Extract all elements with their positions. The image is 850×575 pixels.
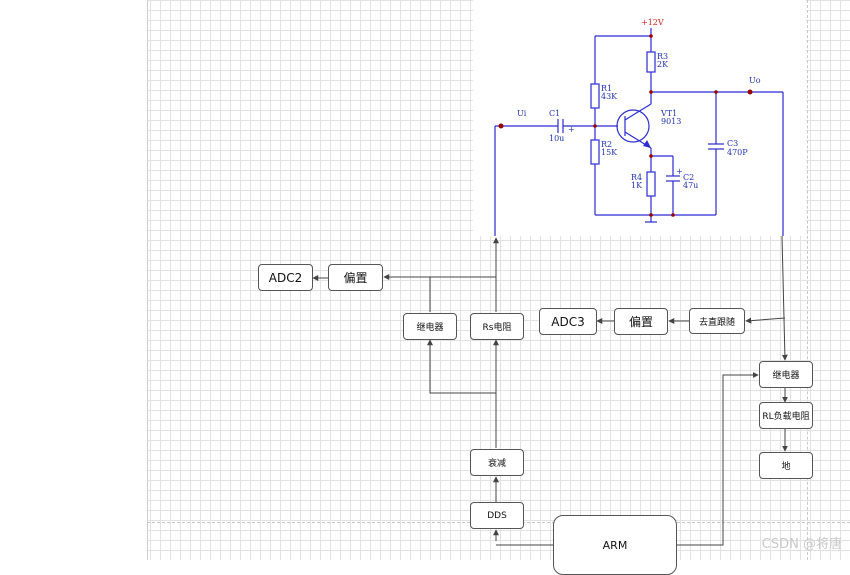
c2-name: C2: [683, 173, 694, 182]
schematic-svg: +12V R3 2K R1 43K R2 15K R4 1K C1 10u + …: [494, 18, 784, 236]
left-margin-panel: [0, 0, 148, 560]
atten-to-relay1-connector: [427, 339, 496, 394]
ground-block[interactable]: 地: [759, 452, 813, 479]
junction-dot: [649, 213, 653, 217]
adc3-block[interactable]: ADC3: [539, 308, 597, 335]
output-label: Uo: [749, 76, 761, 85]
dds-block[interactable]: DDS: [470, 502, 524, 529]
r1-name: R1: [601, 84, 612, 93]
relay-block-2[interactable]: 继电器: [759, 361, 813, 388]
relay-block-1[interactable]: 继电器: [403, 313, 457, 340]
junction-dot: [649, 90, 653, 94]
r1-value: 43K: [601, 92, 618, 101]
input-label: Ui: [517, 109, 527, 118]
adc2-block[interactable]: ADC2: [258, 264, 313, 291]
emitter-arrow: [643, 140, 651, 148]
vt1-value: 9013: [661, 117, 681, 126]
arm-to-relay2-connector: [677, 372, 759, 546]
c2-value: 47u: [683, 181, 698, 190]
arm-block[interactable]: ARM: [553, 515, 677, 575]
c2-polarity: +: [676, 167, 683, 176]
input-terminal: [498, 123, 504, 129]
c3-name: C3: [727, 139, 738, 148]
junction-dot: [714, 90, 718, 94]
output-to-relay2-connector: [781, 235, 788, 361]
r4-name: R4: [631, 173, 642, 182]
bias-block-2[interactable]: 偏置: [614, 308, 668, 335]
c1-name: C1: [549, 109, 560, 118]
r2-name: R2: [601, 140, 612, 149]
junction-dot: [593, 124, 597, 128]
junction-dot: [649, 154, 653, 158]
bias-block-1[interactable]: 偏置: [328, 264, 383, 291]
vt1-collector: [624, 103, 652, 121]
junction-dot: [671, 213, 675, 217]
page-boundary-vertical: [807, 0, 808, 560]
connector-layer: [312, 235, 788, 546]
amplifier-schematic-image: +12V R3 2K R1 43K R2 15K R4 1K C1 10u + …: [473, 0, 806, 236]
c1-polarity: +: [568, 125, 575, 134]
watermark: CSDN @将唐: [761, 537, 842, 552]
vt1-name: VT1: [660, 109, 677, 118]
rs-resistor-block[interactable]: Rs电阻: [470, 313, 524, 340]
load-resistor-block[interactable]: RL负载电阻: [759, 402, 813, 429]
dc-remove-follower-block[interactable]: 去直跟随: [689, 308, 745, 334]
c1-value: 10u: [549, 134, 564, 143]
r3-value: 2K: [657, 60, 669, 69]
c3-value: 470P: [727, 148, 748, 157]
output-to-dcremove-connector: [745, 317, 786, 324]
r3-name: R3: [657, 52, 668, 61]
supply-label: +12V: [641, 18, 664, 27]
output-terminal: [747, 89, 753, 95]
attenuator-block[interactable]: 衰减: [470, 449, 524, 476]
vt1-body: [616, 109, 650, 143]
r2-value: 15K: [601, 148, 618, 157]
r4-value: 1K: [631, 181, 643, 190]
junction-dot: [649, 34, 653, 38]
